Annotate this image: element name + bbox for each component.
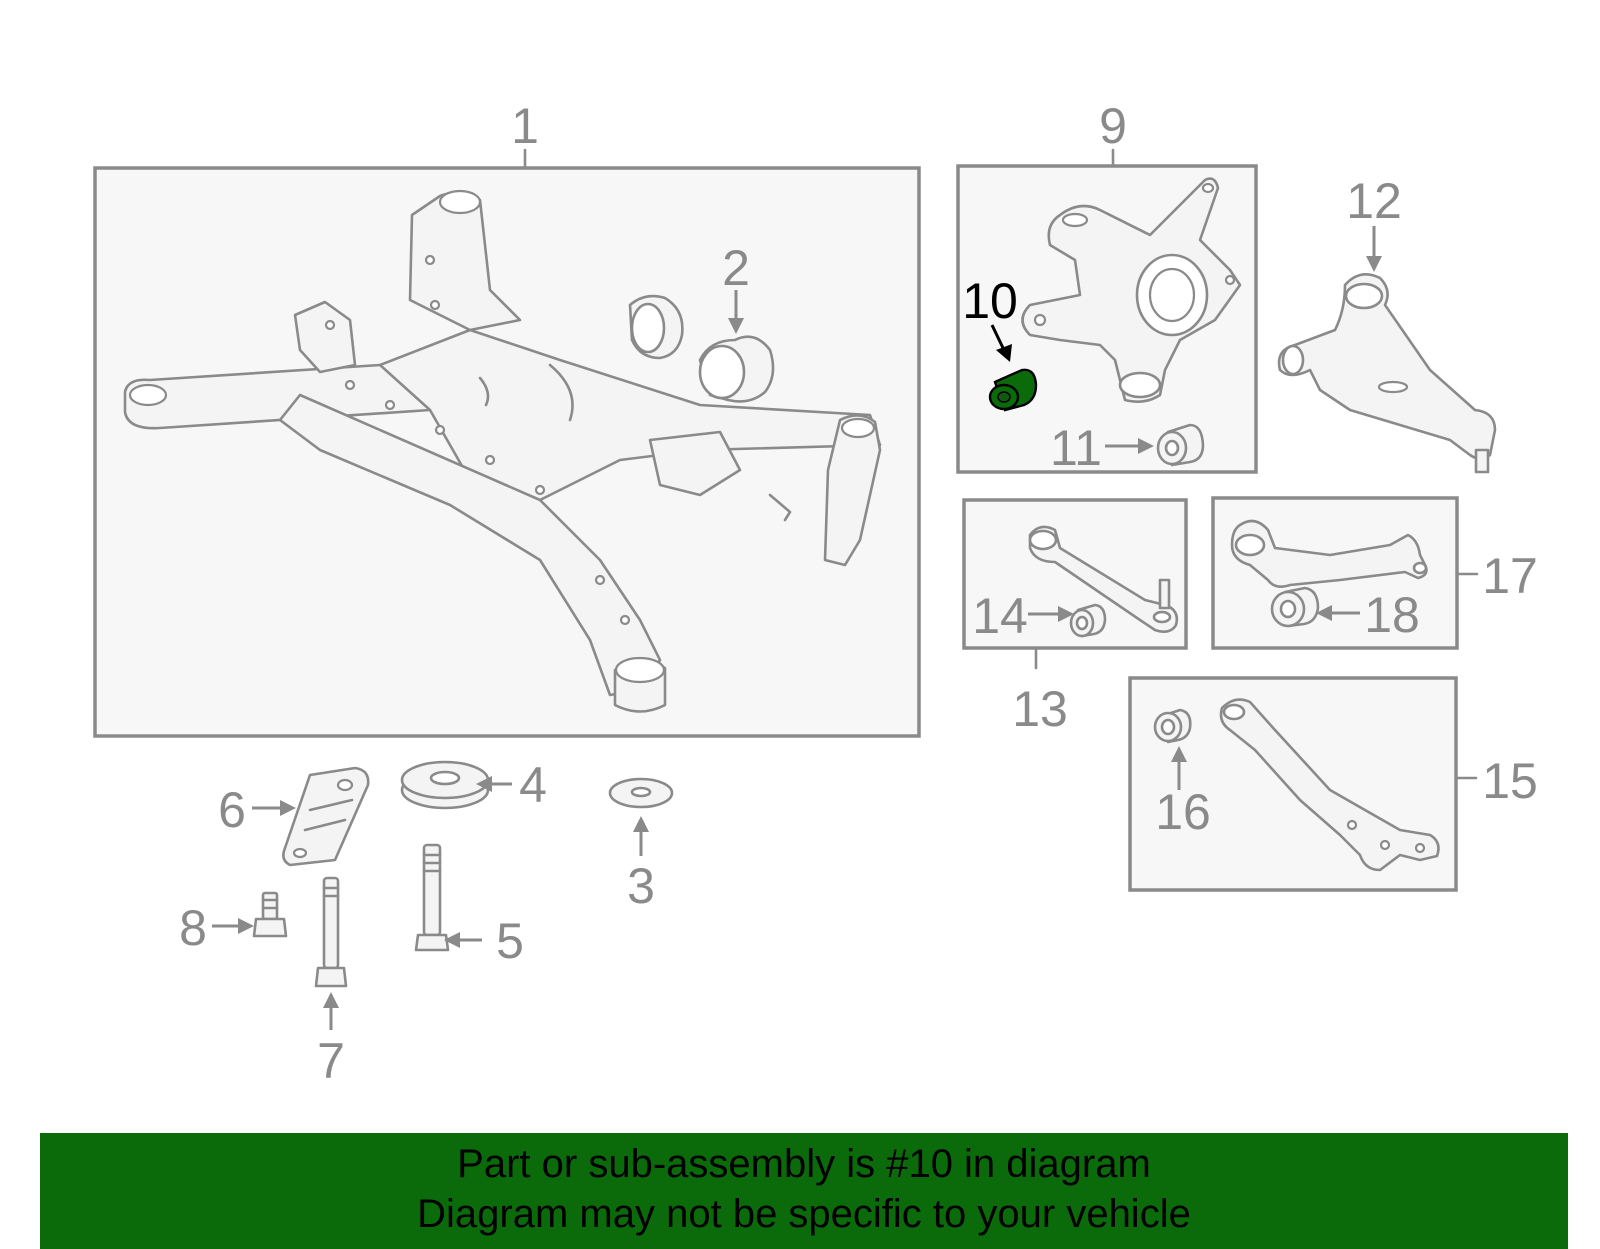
upper-arm-group: 12 — [1277, 173, 1497, 474]
knuckle-part-9[interactable] — [1021, 177, 1242, 403]
callout-11[interactable]: 11 — [1050, 420, 1102, 476]
bushing-part-10-highlighted[interactable] — [988, 368, 1038, 412]
callout-13[interactable]: 13 — [1012, 681, 1068, 737]
bushing-part-16[interactable] — [1153, 708, 1192, 744]
subframe-group: 1 — [93, 98, 921, 738]
callout-4[interactable]: 4 — [519, 757, 547, 813]
banner-line-2: Diagram may not be specific to your vehi… — [417, 1192, 1191, 1236]
callout-17[interactable]: 17 — [1482, 548, 1538, 604]
callout-3[interactable]: 3 — [627, 858, 655, 914]
upper-arm-part-12[interactable] — [1277, 273, 1497, 474]
bushing-part-11[interactable] — [1156, 423, 1205, 467]
callout-16[interactable]: 16 — [1155, 784, 1211, 840]
callout-9[interactable]: 9 — [1099, 98, 1127, 154]
bushing-part-14[interactable] — [1069, 603, 1107, 638]
lower-arm-group: 15 16 — [1128, 676, 1538, 892]
knuckle-group: 9 10 11 — [956, 98, 1258, 476]
callout-14[interactable]: 14 — [972, 588, 1028, 644]
callout-5[interactable]: 5 — [496, 913, 524, 969]
washer-part-3[interactable] — [608, 777, 674, 809]
trailing-link-group: 17 18 — [1211, 496, 1538, 650]
banner-line-1: Part or sub-assembly is #10 in diagram — [457, 1142, 1151, 1186]
washer-part-4[interactable] — [400, 760, 490, 810]
callout-10[interactable]: 10 — [962, 273, 1018, 329]
link-part-13[interactable] — [1028, 525, 1179, 633]
callout-2[interactable]: 2 — [722, 240, 750, 296]
bolt-part-8[interactable] — [252, 891, 288, 938]
bushing-part-2[interactable] — [628, 294, 775, 403]
notice-banner: Part or sub-assembly is #10 in diagram D… — [40, 1133, 1568, 1249]
callout-18[interactable]: 18 — [1364, 587, 1420, 643]
callout-7[interactable]: 7 — [317, 1033, 345, 1089]
lower-arm-part-15[interactable] — [1219, 698, 1440, 872]
link-part-17[interactable] — [1230, 519, 1428, 588]
arrow-10 — [990, 324, 1006, 351]
subframe-crossmember[interactable] — [123, 189, 882, 713]
callout-8[interactable]: 8 — [179, 900, 207, 956]
callout-12[interactable]: 12 — [1346, 173, 1402, 229]
hardware-group: 6 4 3 5 — [179, 757, 674, 1089]
bracket-part-6[interactable] — [282, 766, 370, 867]
bolt-part-7[interactable] — [314, 876, 348, 988]
bolt-part-5[interactable] — [414, 843, 450, 952]
callout-1[interactable]: 1 — [511, 98, 539, 154]
callout-15[interactable]: 15 — [1482, 753, 1538, 809]
lateral-link-group: 13 14 — [962, 498, 1188, 737]
callout-6[interactable]: 6 — [218, 782, 246, 838]
bushing-part-18[interactable] — [1270, 586, 1320, 628]
